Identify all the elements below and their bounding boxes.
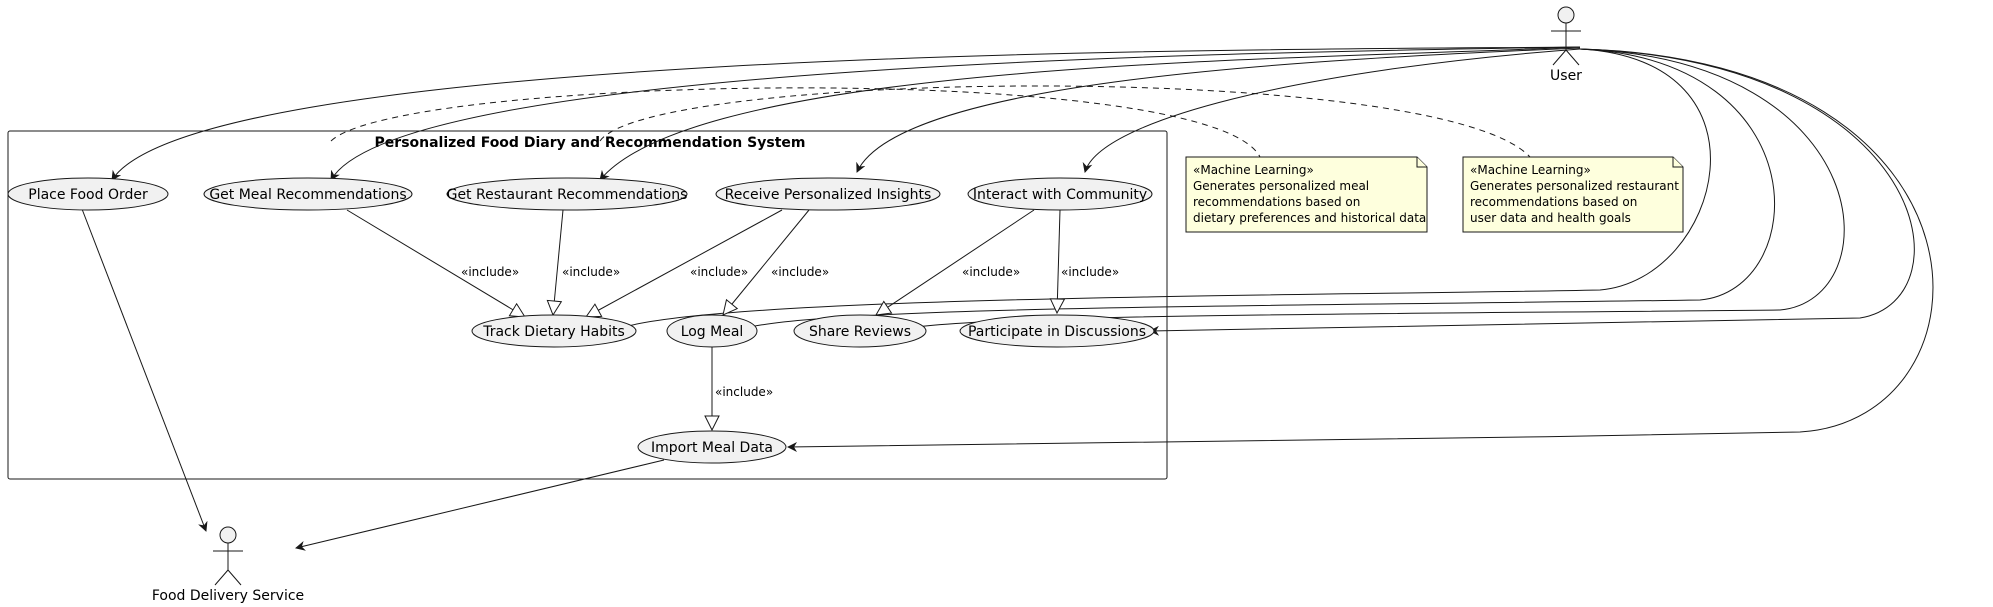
include-restaurant-recs-track <box>553 209 564 315</box>
include-community-discussions <box>1057 209 1060 313</box>
use-case-participate-discussions[interactable]: Participate in Discussions <box>959 314 1155 348</box>
delivery-associations <box>81 208 665 551</box>
note-stereotype: «Machine Learning» <box>1470 163 1591 177</box>
assoc-user-place-order <box>111 46 1581 181</box>
assoc-import-delivery <box>295 459 665 551</box>
include-label: «include» <box>1061 265 1119 279</box>
include-label: «include» <box>771 265 829 279</box>
include-meal-recs-track <box>346 209 525 317</box>
note-anchor-meal <box>330 87 1261 158</box>
assoc-user-discussions <box>1149 48 1915 336</box>
use-case-label: Participate in Discussions <box>968 324 1146 340</box>
use-case-label: Import Meal Data <box>651 440 773 456</box>
use-case-label: Place Food Order <box>28 187 148 203</box>
include-label: «include» <box>962 265 1020 279</box>
note-anchors <box>330 85 1531 158</box>
note-line: dietary preferences and historical data <box>1193 211 1426 225</box>
use-case-label: Track Dietary Habits <box>482 324 625 340</box>
note-stereotype: «Machine Learning» <box>1193 163 1314 177</box>
note-meal-ml: «Machine Learning» Generates personalize… <box>1185 156 1428 233</box>
user-associations <box>111 46 1934 452</box>
system-title: Personalized Food Diary and Recommendati… <box>375 135 806 151</box>
actor-food-delivery-label: Food Delivery Service <box>152 588 304 604</box>
note-line: user data and health goals <box>1470 211 1631 225</box>
assoc-user-restaurant-recs <box>599 46 1581 181</box>
include-label: «include» <box>562 265 620 279</box>
actor-food-delivery-icon <box>219 526 237 544</box>
use-case-label: Share Reviews <box>809 324 911 340</box>
actor-user[interactable] <box>1551 6 1581 66</box>
actor-food-delivery[interactable] <box>213 526 243 586</box>
actor-user-label: User <box>1550 68 1582 84</box>
include-label: «include» <box>690 265 748 279</box>
assoc-place-order-delivery <box>81 208 208 532</box>
include-insights-track <box>586 209 783 317</box>
include-label: «include» <box>461 265 519 279</box>
use-case-label: Log Meal <box>681 324 744 340</box>
use-case-place-order[interactable]: Place Food Order <box>7 177 169 211</box>
include-relations <box>346 209 1060 430</box>
assoc-user-track-habits <box>614 48 1711 332</box>
actor-user-icon <box>1557 6 1575 24</box>
note-line: recommendations based on <box>1470 195 1637 209</box>
note-line: Generates personalized meal <box>1193 179 1369 193</box>
include-community-share <box>876 209 1035 315</box>
use-case-meal-recommendations[interactable]: Get Meal Recommendations <box>203 177 413 211</box>
assoc-user-meal-recs <box>330 46 1581 181</box>
use-case-interact-community[interactable]: Interact with Community <box>967 177 1153 211</box>
system-boundary <box>7 130 1168 480</box>
use-case-label: Receive Personalized Insights <box>725 187 932 203</box>
use-case-track-dietary-habits[interactable]: Track Dietary Habits <box>471 314 637 348</box>
use-case-log-meal[interactable]: Log Meal <box>666 314 758 348</box>
include-labels: «include» «include» «include» «include» … <box>461 265 1119 399</box>
assoc-user-community <box>1082 48 1581 173</box>
note-restaurant-ml: «Machine Learning» Generates personalize… <box>1462 156 1684 233</box>
use-case-personalized-insights[interactable]: Receive Personalized Insights <box>715 177 941 211</box>
use-case-import-meal-data[interactable]: Import Meal Data <box>637 430 787 464</box>
note-line: Generates personalized restaurant <box>1470 179 1679 193</box>
include-insights-log <box>723 209 810 315</box>
include-label: «include» <box>715 385 773 399</box>
use-case-label: Interact with Community <box>973 187 1147 203</box>
use-case-label: Get Restaurant Recommendations <box>447 187 688 203</box>
use-case-label: Get Meal Recommendations <box>209 187 406 203</box>
use-case-restaurant-recommendations[interactable]: Get Restaurant Recommendations <box>446 177 688 211</box>
use-case-share-reviews[interactable]: Share Reviews <box>793 314 927 348</box>
assoc-user-insights <box>856 47 1581 173</box>
note-line: recommendations based on <box>1193 195 1360 209</box>
assoc-user-import <box>787 48 1934 452</box>
note-anchor-restaurant <box>599 85 1531 158</box>
